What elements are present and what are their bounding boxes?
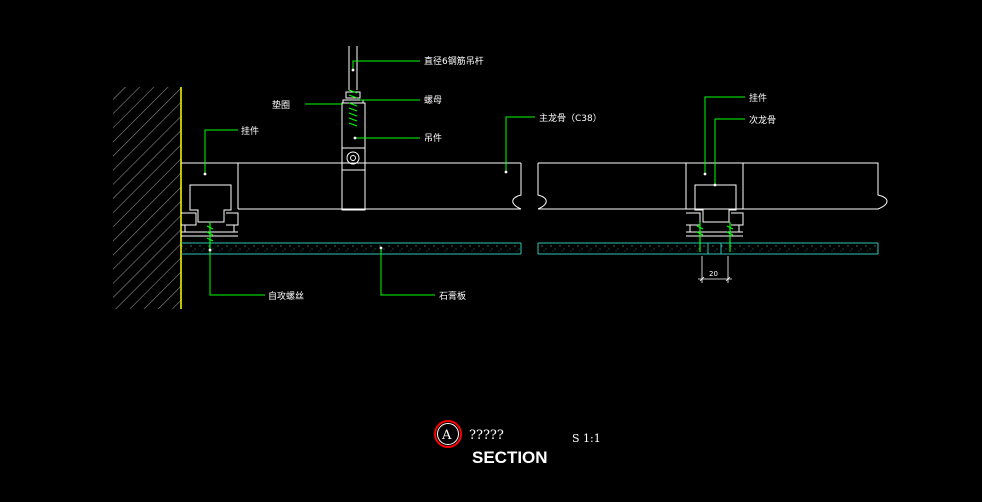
section-title-text: ????? — [469, 428, 504, 443]
leader-dots — [203, 68, 717, 252]
wall — [113, 87, 182, 309]
section-marker-letter: A — [441, 428, 452, 443]
wall-hatch — [113, 87, 181, 309]
label-hanger: 吊件 — [424, 132, 442, 144]
secondary-keel-right — [686, 184, 744, 237]
hanger-rod — [342, 46, 364, 104]
leader-rod — [352, 60, 420, 70]
label-rod: 直径6钢筋吊杆 — [424, 55, 484, 67]
main-keel-right — [537, 162, 888, 210]
dimension-joint — [698, 256, 732, 283]
leader-lines — [204, 60, 745, 296]
leader-main-keel — [505, 116, 535, 172]
screws — [206, 222, 734, 252]
section-title: A ????? S 1:1 SECTION — [434, 420, 601, 467]
label-hook-left: 挂件 — [241, 125, 259, 137]
label-nut: 螺母 — [424, 95, 442, 106]
label-secondary-keel: 次龙骨 — [749, 114, 776, 126]
label-hook-right: 挂件 — [749, 92, 767, 104]
section-marker-inner — [437, 423, 459, 445]
leader-screw — [209, 250, 265, 296]
main-keel-left — [181, 162, 522, 210]
section-scale: S 1:1 — [572, 432, 601, 445]
label-washer: 垫圈 — [272, 99, 290, 111]
section-heading: SECTION — [472, 448, 548, 467]
rod-thread — [348, 89, 358, 127]
leader-hook-right — [704, 96, 745, 174]
label-main-keel: 主龙骨（C38） — [539, 112, 602, 124]
gypsum-board-left — [181, 242, 522, 255]
leader-board — [380, 248, 435, 296]
gypsum-board-right — [537, 242, 879, 255]
leader-secondary-keel — [714, 118, 745, 185]
leader-hook-left — [204, 129, 238, 174]
section-marker-ring — [434, 420, 462, 448]
label-screw: 自攻螺丝 — [268, 290, 304, 302]
washer — [342, 99, 364, 104]
label-gypsum-board: 石膏板 — [439, 290, 466, 302]
bolt-head-icon — [346, 151, 360, 165]
dimension-label: 20 — [709, 270, 718, 278]
